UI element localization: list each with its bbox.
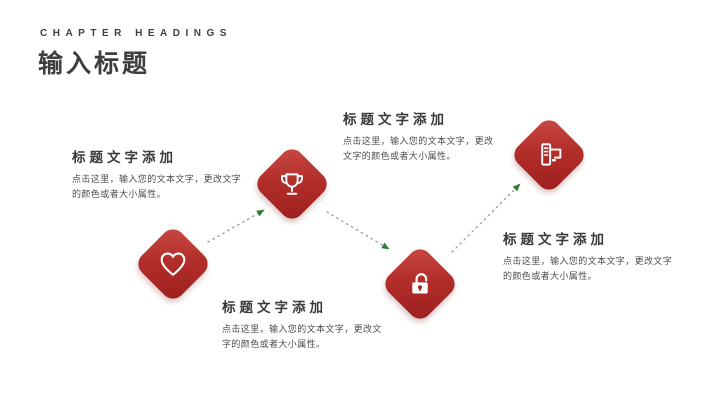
step-body: 点击这里，输入您的文本文字，更改文字的颜色或者大小属性。 [343,136,494,161]
dotted-arrow-trophy-to-lock [326,211,390,250]
diamond-shape-lock [380,244,460,324]
dotted-arrow-heart-to-trophy [207,209,265,243]
heart-icon [156,247,190,281]
chapter-eyebrow: CHAPTER HEADINGS [40,28,232,39]
diamond-shape-computer [509,115,589,195]
step-text-heart: 标题文字添加 点击这里，输入您的文本文字，更改文字的颜色或者大小属性。 [72,146,242,202]
unlocked-padlock-icon [403,267,437,301]
step-text-trophy: 标题文字添加 点击这里，输入您的文本文字，更改文字的颜色或者大小属性。 [222,296,384,352]
step-text-lock: 标题文字添加 点击这里，输入您的文本文字，更改文字的颜色或者大小属性。 [343,108,501,164]
step-body: 点击这里，输入您的文本文字，更改文字的颜色或者大小属性。 [72,174,242,199]
diamond-shape-trophy [252,144,332,224]
desktop-computer-icon [532,138,566,172]
page-title: 输入标题 [38,50,151,78]
step-heading: 标题文字添加 [503,232,608,247]
diamond-shape-heart [133,224,213,304]
step-heading: 标题文字添加 [72,150,177,165]
step-heading: 标题文字添加 [222,300,327,315]
step-body: 点击这里，输入您的文本文字，更改文字的颜色或者大小属性。 [222,324,382,349]
dotted-arrow-lock-to-computer [451,183,521,253]
trophy-icon [275,167,309,201]
step-body: 点击这里，输入您的文本文字，更改文字的颜色或者大小属性。 [503,256,673,281]
step-text-computer: 标题文字添加 点击这里，输入您的文本文字，更改文字的颜色或者大小属性。 [503,228,673,284]
step-heading: 标题文字添加 [343,112,448,127]
